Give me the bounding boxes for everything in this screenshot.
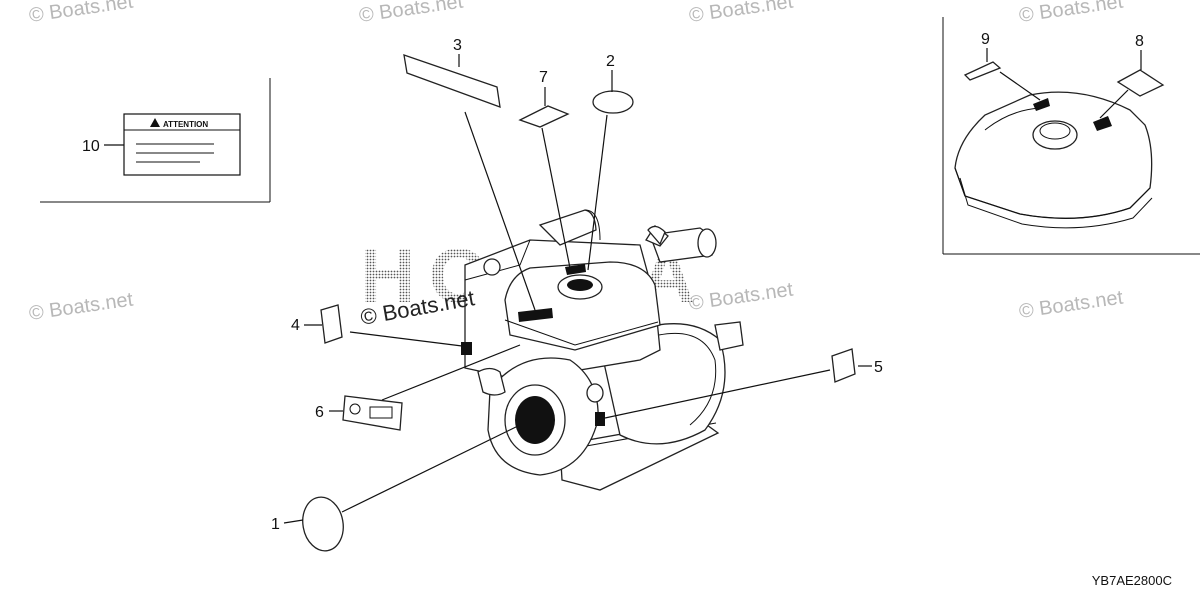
decal-9	[963, 61, 1002, 81]
warning-triangle-icon	[150, 118, 160, 127]
watermark-top-right: © Boats.net	[1018, 0, 1125, 27]
attention-label: ATTENTION	[123, 113, 241, 176]
callout-2: 2	[606, 53, 615, 70]
decal-3	[403, 54, 501, 108]
decal-6	[342, 395, 403, 431]
inset-box-label-10: ATTENTION	[40, 78, 271, 203]
callout-5: 5	[874, 359, 883, 376]
inset-box-fuel-tank	[942, 17, 1200, 255]
decal-1	[302, 496, 344, 552]
fuel-tank	[954, 91, 1153, 229]
watermark-mid-right: © Boats.net	[1018, 287, 1125, 323]
callout-6: 6	[315, 404, 324, 421]
decal-2	[592, 90, 634, 114]
diagram-code: YB7AE2800C	[1092, 573, 1172, 588]
callout-3: 3	[453, 37, 462, 54]
callout-1: 1	[271, 516, 280, 533]
decal-4	[320, 304, 343, 344]
decal-5	[831, 348, 856, 383]
decal-8	[1116, 69, 1165, 97]
watermark-mid-left: © Boats.net	[28, 289, 135, 325]
watermark-top-center: © Boats.net	[688, 0, 795, 27]
attention-label-title: ATTENTION	[163, 120, 208, 129]
callout-8: 8	[1135, 33, 1144, 50]
callout-4: 4	[291, 317, 300, 334]
callout-7: 7	[539, 69, 548, 86]
callout-9: 9	[981, 31, 990, 48]
watermark-top-center-left: © Boats.net	[358, 0, 465, 27]
watermark-top-left: © Boats.net	[28, 0, 135, 27]
callout-10: 10	[82, 138, 100, 155]
decal-7	[518, 105, 570, 128]
leader-lines	[283, 54, 872, 524]
water-pump-engine	[461, 209, 744, 491]
